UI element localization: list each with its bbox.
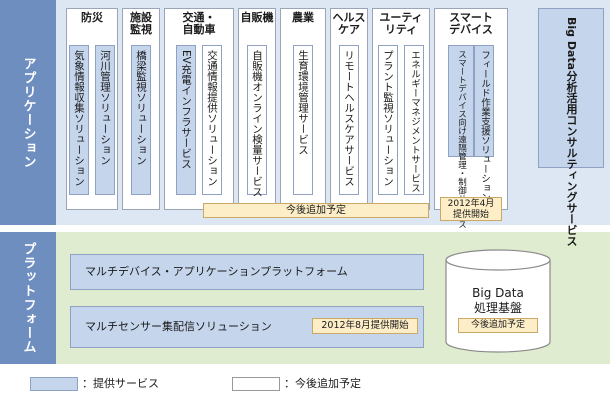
- service-label: プラント監視ソリューション: [382, 50, 394, 187]
- multi-sensor-date-badge: 2012年8月提供開始: [312, 318, 418, 334]
- service-label: 橋梁監視ソリューション: [135, 50, 147, 166]
- app-planned-bar: 今後追加予定: [203, 203, 429, 218]
- category-column: ユーティ リティプラント監視ソリューション エネルギーマネジメントサービス: [372, 8, 430, 210]
- smart-device-date-badge: 2012年4月 提供開始: [440, 197, 502, 221]
- category-column: ヘルス ケアリモートヘルスケアサービス: [330, 8, 368, 210]
- service-box: 交通情報提供ソリューション: [202, 45, 222, 195]
- service-label: EV充電インフラサービス: [180, 50, 192, 169]
- service-label: スマートデバイス向け遠隔管理・制御サービス: [456, 50, 467, 229]
- multi-device-platform-box: マルチデバイス・アプリケーションプラットフォーム: [70, 254, 424, 290]
- service-box: 橋梁監視ソリューション: [131, 45, 151, 195]
- application-side-label: アプリケーション: [0, 0, 56, 225]
- service-label: 生育環境管理サービス: [297, 50, 309, 155]
- category-column: 交通・ 自動車 EV充電インフラサービス 交通情報提供ソリューション: [164, 8, 234, 210]
- category-column: 防災気象情報収集ソリューション 河川管理ソリューション: [66, 8, 118, 210]
- service-label: 気象情報収集ソリューション: [73, 50, 85, 187]
- legend-provided-label: ：提供サービス: [82, 377, 159, 390]
- category-title: スマート デバイス: [449, 11, 493, 36]
- service-label: 交通情報提供ソリューション: [206, 50, 218, 187]
- service-label: 自販機オンライン検量サービス: [251, 50, 263, 197]
- service-label: リモートヘルスケアサービス: [343, 50, 355, 187]
- big-data-base-planned-badge: 今後追加予定: [458, 318, 538, 333]
- category-title: ユーティ リティ: [379, 11, 423, 36]
- category-title: 防災: [81, 11, 103, 24]
- service-box: EV充電インフラサービス: [176, 45, 196, 195]
- category-column: 施設 監視橋梁監視ソリューション: [122, 8, 160, 210]
- category-column: スマート デバイススマートデバイス向け遠隔管理・制御サービス フィールド作業支援ソ…: [434, 8, 508, 229]
- service-box: プラント監視ソリューション: [378, 45, 398, 195]
- service-box: 河川管理ソリューション: [95, 45, 115, 195]
- service-box: 気象情報収集ソリューション: [69, 45, 89, 195]
- service-label: フィールド作業支援ソリューション: [479, 50, 490, 202]
- category-title: 交通・ 自動車: [182, 11, 216, 36]
- service-box: スマートデバイス向け遠隔管理・制御サービス: [448, 45, 474, 229]
- legend-provided-swatch: [30, 377, 78, 391]
- category-title: 自販機: [240, 11, 274, 24]
- service-box: エネルギーマネジメントサービス: [404, 45, 424, 195]
- category-title: ヘルス ケア: [332, 11, 366, 36]
- category-title: 農業: [292, 11, 314, 24]
- category-title: 施設 監視: [130, 11, 152, 36]
- category-column: 自販機自販機オンライン検量サービス: [238, 8, 276, 210]
- service-label: 河川管理ソリューション: [99, 50, 111, 166]
- legend-planned-swatch: [232, 377, 280, 391]
- service-box: リモートヘルスケアサービス: [339, 45, 359, 195]
- big-data-consulting-box: Big Data分析活用コンサルティングサービス: [538, 8, 604, 246]
- legend-planned-label: ：今後追加予定: [284, 377, 361, 390]
- service-box: 生育環境管理サービス: [293, 45, 313, 195]
- big-data-base-label: Big Data 処理基盤: [472, 286, 524, 315]
- service-box: 自販機オンライン検量サービス: [247, 45, 267, 197]
- platform-side-label: プラットフォーム: [0, 232, 56, 364]
- service-label: エネルギーマネジメントサービス: [409, 50, 420, 193]
- service-box: フィールド作業支援ソリューション: [474, 45, 494, 202]
- category-column: 農業生育環境管理サービス: [280, 8, 326, 210]
